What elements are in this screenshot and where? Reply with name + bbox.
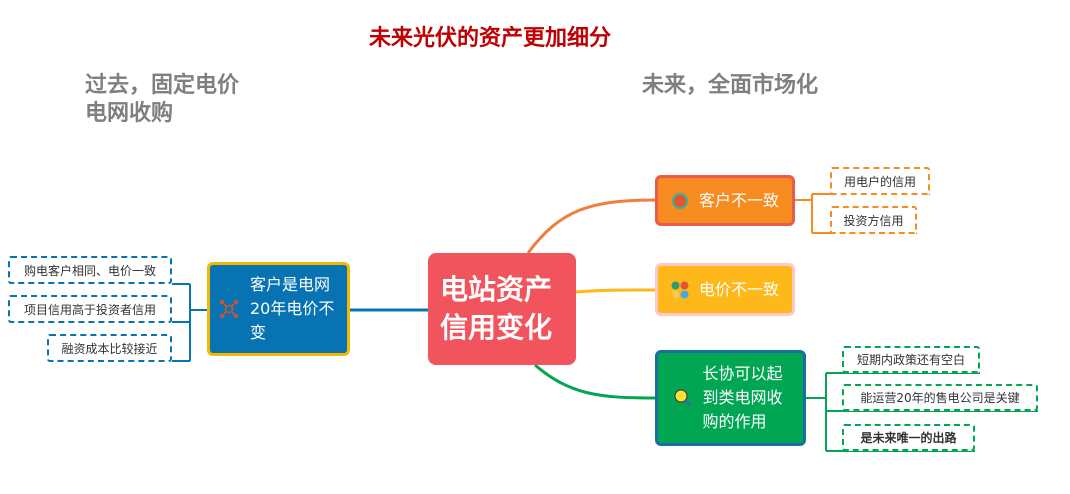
diagram-title: 未来光伏的资产更加细分 <box>368 26 611 51</box>
right-node-label: 客户不一致 <box>698 190 779 210</box>
past-header-line1: 过去，固定电价 <box>85 73 240 98</box>
future-header: 未来，全面市场化 <box>642 73 819 98</box>
leaf-item[interactable]: 项目信用高于投资者信用 <box>8 295 172 323</box>
left-node-label: 客户是电网20年电价不变 <box>250 275 335 342</box>
past-header-line2: 电网收购 <box>85 101 174 126</box>
leaf-item[interactable]: 购电客户相同、电价一致 <box>8 256 172 284</box>
leaf-item[interactable]: 投资方信用 <box>830 206 917 234</box>
right-node-label: 电价不一致 <box>698 279 779 299</box>
left-node[interactable]: 客户是电网20年电价不变 <box>207 262 350 356</box>
right-node-customer[interactable]: 客户不一致 <box>655 175 795 226</box>
leaf-item[interactable]: 用电户的信用 <box>830 167 930 195</box>
right-node-ppa[interactable]: 长协可以起到类电网收购的作用 <box>655 350 806 446</box>
leaf-item[interactable]: 融资成本比较接近 <box>47 334 172 362</box>
center-node[interactable]: 电站资产信用变化 <box>428 253 576 365</box>
magnifier-icon <box>674 389 692 407</box>
right-node-label: 长协可以起到类电网收购的作用 <box>702 364 783 431</box>
leaf-item[interactable]: 能运营20年的售电公司是关键 <box>842 384 1038 411</box>
refresh-icon <box>671 192 688 209</box>
center-node-label: 电站资产信用变化 <box>440 273 553 344</box>
leaf-item[interactable]: 是未来唯一的出路 <box>842 424 975 451</box>
past-header: 过去，固定电价 电网收购 <box>85 72 239 128</box>
right-node-price[interactable]: 电价不一致 <box>655 263 795 316</box>
network-icon <box>219 299 239 319</box>
grid-status-icon <box>671 281 689 298</box>
leaf-item[interactable]: 短期内政策还有空白 <box>842 346 980 373</box>
